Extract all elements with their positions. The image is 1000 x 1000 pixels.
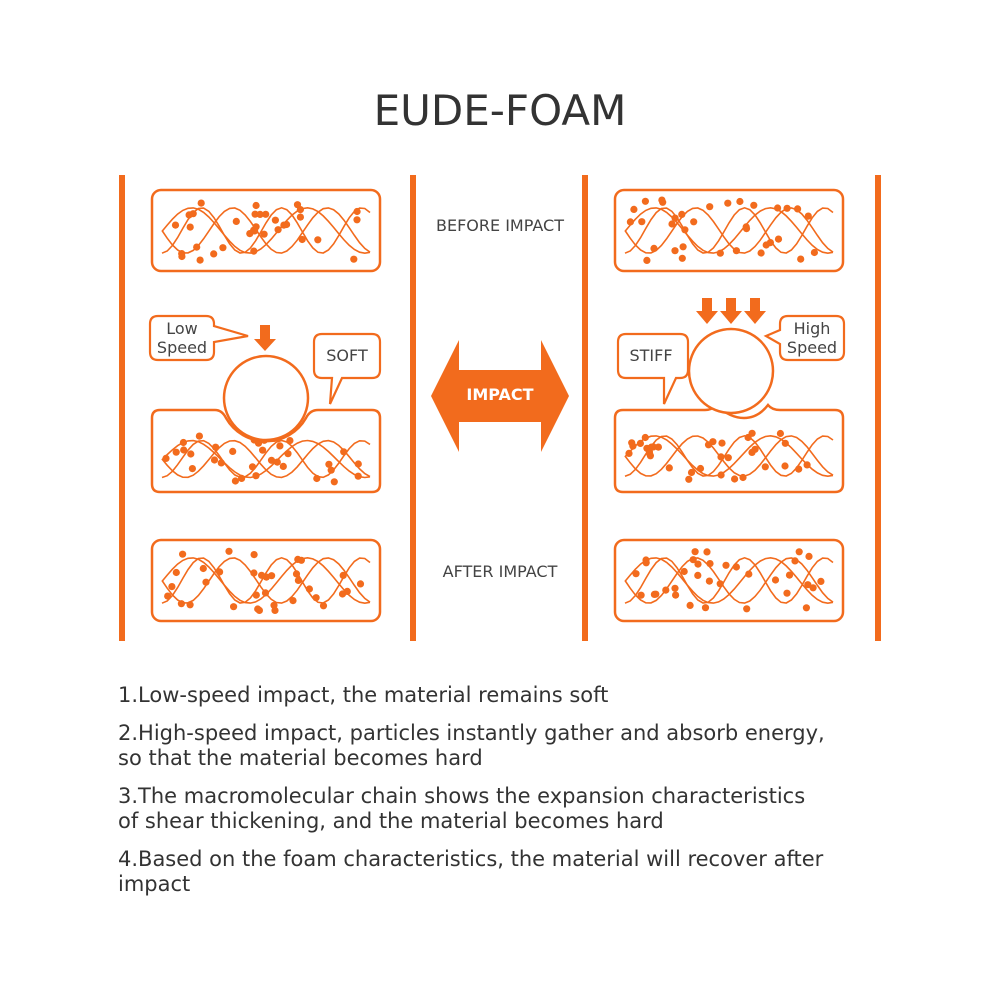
foam-block-left-before <box>150 188 382 273</box>
left-dented-foam-block <box>150 408 382 494</box>
low-speed-arrow <box>254 325 276 351</box>
high-speed-label: High Speed <box>786 319 838 357</box>
high-speed-arrow-2 <box>720 298 742 324</box>
impact-double-arrow <box>431 340 569 452</box>
divider-bar-left-inner <box>410 175 416 641</box>
high-speed-arrow-3 <box>744 298 766 324</box>
note-item: 4.Based on the foam characteristics, the… <box>118 847 824 896</box>
high-speed-bubble <box>763 314 846 362</box>
notes-list: 1.Low-speed impact, the material remains… <box>118 683 878 910</box>
foam-block-left-after <box>150 538 382 623</box>
note-item: 3.The macromolecular chain shows the exp… <box>118 784 806 833</box>
foam-block-right-before <box>613 188 845 273</box>
low-speed-label: Low Speed <box>156 319 208 357</box>
impact-arrow-label: IMPACT <box>466 385 534 404</box>
after-impact-label: AFTER IMPACT <box>442 562 558 581</box>
note-item: 1.Low-speed impact, the material remains… <box>118 683 609 707</box>
foam-fill-left-impact <box>161 432 371 486</box>
left-impact-ball <box>222 354 310 442</box>
page-title: EUDE-FOAM <box>373 86 627 135</box>
stiff-label: STIFF <box>629 346 673 365</box>
soft-bubble <box>312 332 382 405</box>
soft-label: SOFT <box>326 346 368 365</box>
divider-bar-left-outer <box>119 175 125 641</box>
divider-bar-right-inner <box>582 175 588 641</box>
foam-fill-right-impact <box>624 429 834 483</box>
left-impact-scene <box>148 314 382 494</box>
high-speed-arrow-1 <box>696 298 718 324</box>
before-impact-label: BEFORE IMPACT <box>436 216 564 235</box>
stiff-bubble <box>616 332 690 405</box>
right-impact-ball <box>687 327 775 415</box>
divider-bar-right-outer <box>875 175 881 641</box>
right-impact-scene <box>613 298 846 494</box>
low-speed-bubble <box>148 314 249 362</box>
foam-block-right-after <box>613 538 845 623</box>
note-item: 2.High-speed impact, particles instantly… <box>118 721 825 770</box>
